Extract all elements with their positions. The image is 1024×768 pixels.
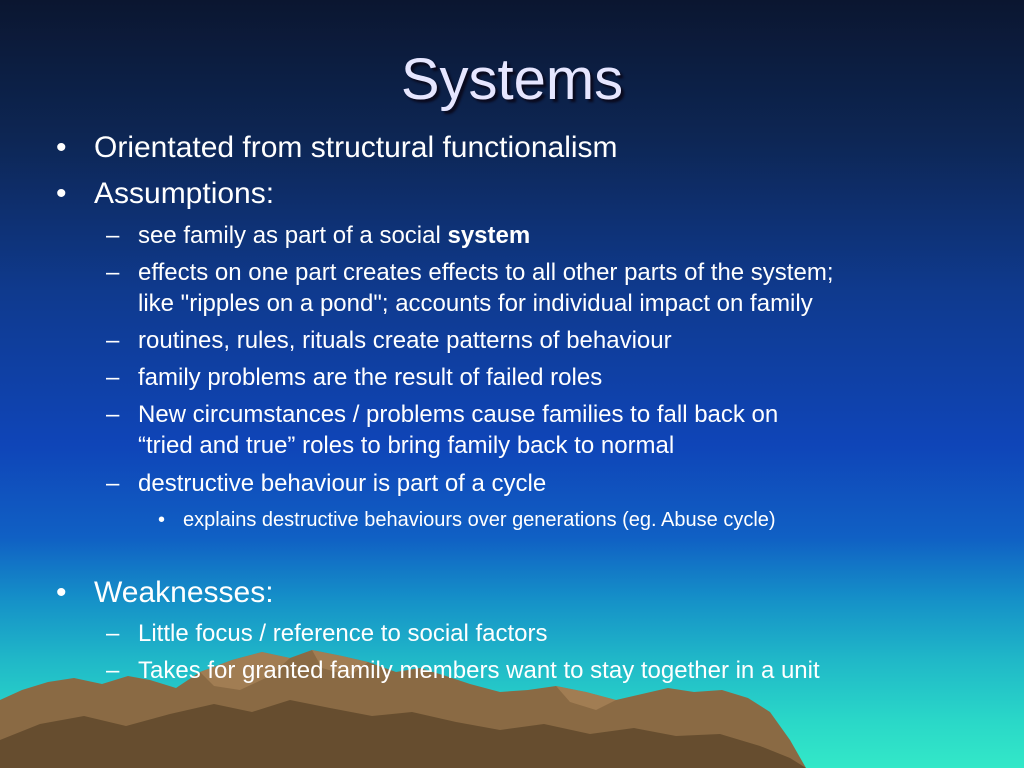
- bullet-marker: •: [158, 509, 166, 531]
- sub-bullet-text: like "ripples on a pond"; accounts for i…: [138, 290, 813, 317]
- sub-bullet-text: Takes for granted family members want to…: [138, 657, 820, 684]
- bold-keyword: system: [447, 222, 531, 249]
- bullet-text: Orientated from structural functionalism: [94, 131, 618, 164]
- sub-bullet-text: effects on one part creates effects to a…: [138, 259, 834, 286]
- bullet-marker: •: [56, 131, 67, 164]
- bullet-text: Assumptions:: [94, 177, 275, 210]
- bullet-text: Weaknesses:: [94, 576, 274, 609]
- dash-marker: –: [106, 259, 120, 286]
- sub-sub-bullet-text: explains destructive behaviours over gen…: [183, 509, 776, 531]
- sub-bullet-text: destructive behaviour is part of a cycle: [138, 470, 547, 497]
- bullet-marker: •: [56, 576, 67, 609]
- sub-bullet-text: New circumstances / problems cause famil…: [138, 401, 779, 428]
- dash-marker: –: [106, 222, 120, 249]
- sub-bullet-text: Little focus / reference to social facto…: [138, 620, 548, 647]
- sub-bullet-text: “tried and true” roles to bring family b…: [138, 432, 675, 459]
- sub-bullet-text: family problems are the result of failed…: [138, 364, 603, 391]
- mountain-shadow: [0, 700, 806, 768]
- sub-bullet-text-start: see family as part of a social: [138, 222, 448, 249]
- slide-title: Systems: [400, 47, 624, 112]
- sub-bullet-text: see family as part of a social system: [138, 220, 530, 251]
- dash-marker: –: [106, 327, 120, 354]
- bullet-marker: •: [56, 177, 67, 210]
- dash-marker: –: [106, 620, 120, 647]
- sub-bullet-text: routines, rules, rituals create patterns…: [138, 327, 672, 354]
- dash-marker: –: [106, 364, 120, 391]
- dash-marker: –: [106, 470, 120, 497]
- dash-marker: –: [106, 401, 120, 428]
- dash-marker: –: [106, 657, 120, 684]
